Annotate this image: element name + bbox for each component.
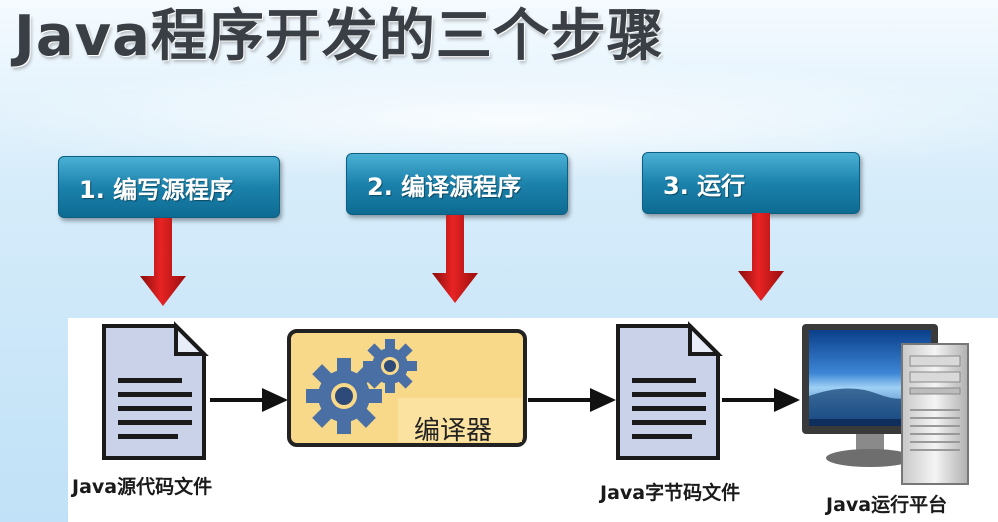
slide-title: Java程序开发的三个步骤: [14, 4, 664, 69]
step-label-write: 1. 编写源程序: [79, 175, 234, 204]
bytecode-file-icon: [616, 321, 723, 460]
platform-label: Java运行平台: [826, 494, 948, 516]
red-down-arrow-icon: [432, 215, 478, 303]
flow-arrow-icon: [722, 388, 800, 412]
step-label-run: 3. 运行: [663, 171, 746, 200]
bytecode-file-label: Java字节码文件: [600, 482, 741, 504]
source-file-icon: [102, 321, 209, 460]
source-file-label: Java源代码文件: [72, 476, 213, 498]
computer-icon: [802, 324, 969, 485]
compiler-box: [287, 329, 527, 447]
gear-icon: [363, 339, 417, 393]
step-box-compile: 2. 编译源程序: [346, 153, 568, 215]
flow-arrow-icon: [528, 388, 616, 412]
step-label-compile: 2. 编译源程序: [367, 172, 522, 201]
step-box-write: 1. 编写源程序: [58, 156, 280, 218]
red-down-arrow-icon: [738, 213, 784, 301]
red-down-arrow-icon: [140, 218, 186, 306]
step-box-run: 3. 运行: [642, 152, 860, 214]
flow-arrow-icon: [210, 388, 288, 412]
compiler-label: 编译器: [414, 416, 493, 446]
